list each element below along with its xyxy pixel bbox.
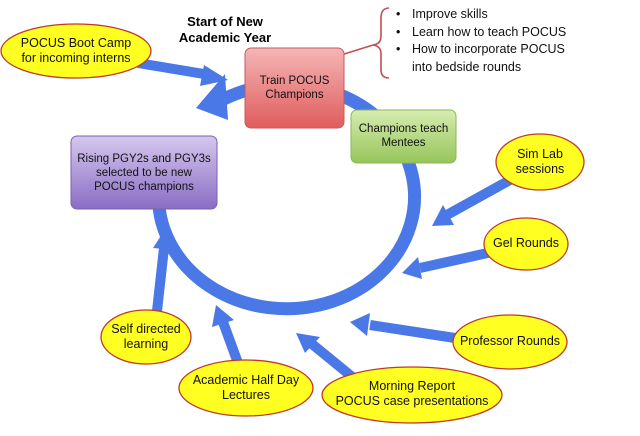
feeder-arrow-bootcamp bbox=[137, 58, 211, 80]
oval-simlab bbox=[495, 133, 585, 191]
oval-selfdirected-line-1: Self directed bbox=[111, 322, 181, 336]
box-teach-label: Champions teach Mentees bbox=[351, 122, 456, 150]
box-rising-label: Rising PGY2s and PGY3s selected to be ne… bbox=[71, 152, 217, 194]
feeder-arrow-simlab bbox=[442, 175, 513, 221]
oval-halfday-line-1: Academic Half Day bbox=[192, 373, 300, 387]
oval-gel-label: Gel Rounds bbox=[484, 236, 568, 251]
bullet-brace bbox=[372, 7, 390, 79]
oval-bootcamp-line-1: POCUS Boot Camp bbox=[20, 36, 132, 50]
feeder-arrow-selfdirected bbox=[151, 247, 169, 321]
brace-connector bbox=[340, 44, 374, 56]
box-rising-line-3: POCUS champions bbox=[94, 181, 194, 193]
oval-selfdirected bbox=[100, 309, 192, 365]
cycle-arrowhead bbox=[196, 74, 228, 120]
bullet-item: Improve skills bbox=[394, 6, 587, 24]
oval-morning-label: Morning Report POCUS case presentations bbox=[322, 379, 502, 409]
oval-bootcamp-line-2: for incoming interns bbox=[21, 51, 131, 65]
box-train-line-2: Champions bbox=[265, 89, 324, 101]
oval-morning bbox=[321, 366, 503, 424]
feeder-arrow-morning bbox=[308, 340, 360, 384]
box-rising-line-2: selected to be new bbox=[96, 167, 192, 179]
ovals bbox=[0, 23, 585, 424]
title-start-of-year: Start of New Academic Year bbox=[170, 14, 280, 46]
title-line-1: Start of New bbox=[187, 14, 263, 29]
oval-professor-line-1: Professor Rounds bbox=[459, 334, 561, 348]
oval-selfdirected-label: Self directed learning bbox=[101, 322, 191, 352]
box-rising-pgy bbox=[70, 135, 218, 210]
bullet-item: Learn how to teach POCUS bbox=[394, 24, 587, 42]
oval-gel-line-1: Gel Rounds bbox=[492, 236, 559, 250]
box-rising-line-1: Rising PGY2s and PGY3s bbox=[77, 153, 211, 165]
box-champions-teach bbox=[350, 109, 457, 164]
oval-halfday-label: Academic Half Day Lectures bbox=[179, 373, 313, 403]
title-line-2: Academic Year bbox=[178, 30, 272, 45]
oval-simlab-line-2: sessions bbox=[515, 162, 565, 176]
oval-selfdirected-line-2: learning bbox=[123, 337, 169, 351]
box-train-champions bbox=[244, 47, 345, 129]
oval-morning-line-2: POCUS case presentations bbox=[335, 394, 489, 408]
oval-simlab-line-1: Sim Lab bbox=[517, 147, 563, 161]
box-teach-line-2: Mentees bbox=[381, 137, 426, 149]
box-train-line-1: Train POCUS bbox=[259, 75, 330, 87]
oval-professor bbox=[452, 314, 568, 370]
feeder-arrow-professor bbox=[369, 320, 456, 343]
oval-professor-label: Professor Rounds bbox=[453, 334, 567, 349]
oval-halfday-line-2: Lectures bbox=[222, 388, 270, 402]
oval-morning-line-1: Morning Report bbox=[368, 379, 456, 393]
bullet-item: How to incorporate POCUS into bedside ro… bbox=[394, 41, 587, 76]
oval-gel bbox=[483, 217, 569, 271]
champion-skills-list: Improve skills Learn how to teach POCUS … bbox=[394, 6, 587, 76]
oval-simlab-label: Sim Lab sessions bbox=[496, 147, 584, 177]
oval-halfday bbox=[178, 359, 314, 417]
oval-bootcamp-label: POCUS Boot Camp for incoming interns bbox=[6, 36, 146, 66]
oval-bootcamp bbox=[0, 23, 152, 79]
box-teach-line-1: Champions teach bbox=[358, 123, 449, 135]
feeder-arrow-gel bbox=[418, 247, 494, 273]
box-train-label: Train POCUS Champions bbox=[245, 74, 344, 102]
